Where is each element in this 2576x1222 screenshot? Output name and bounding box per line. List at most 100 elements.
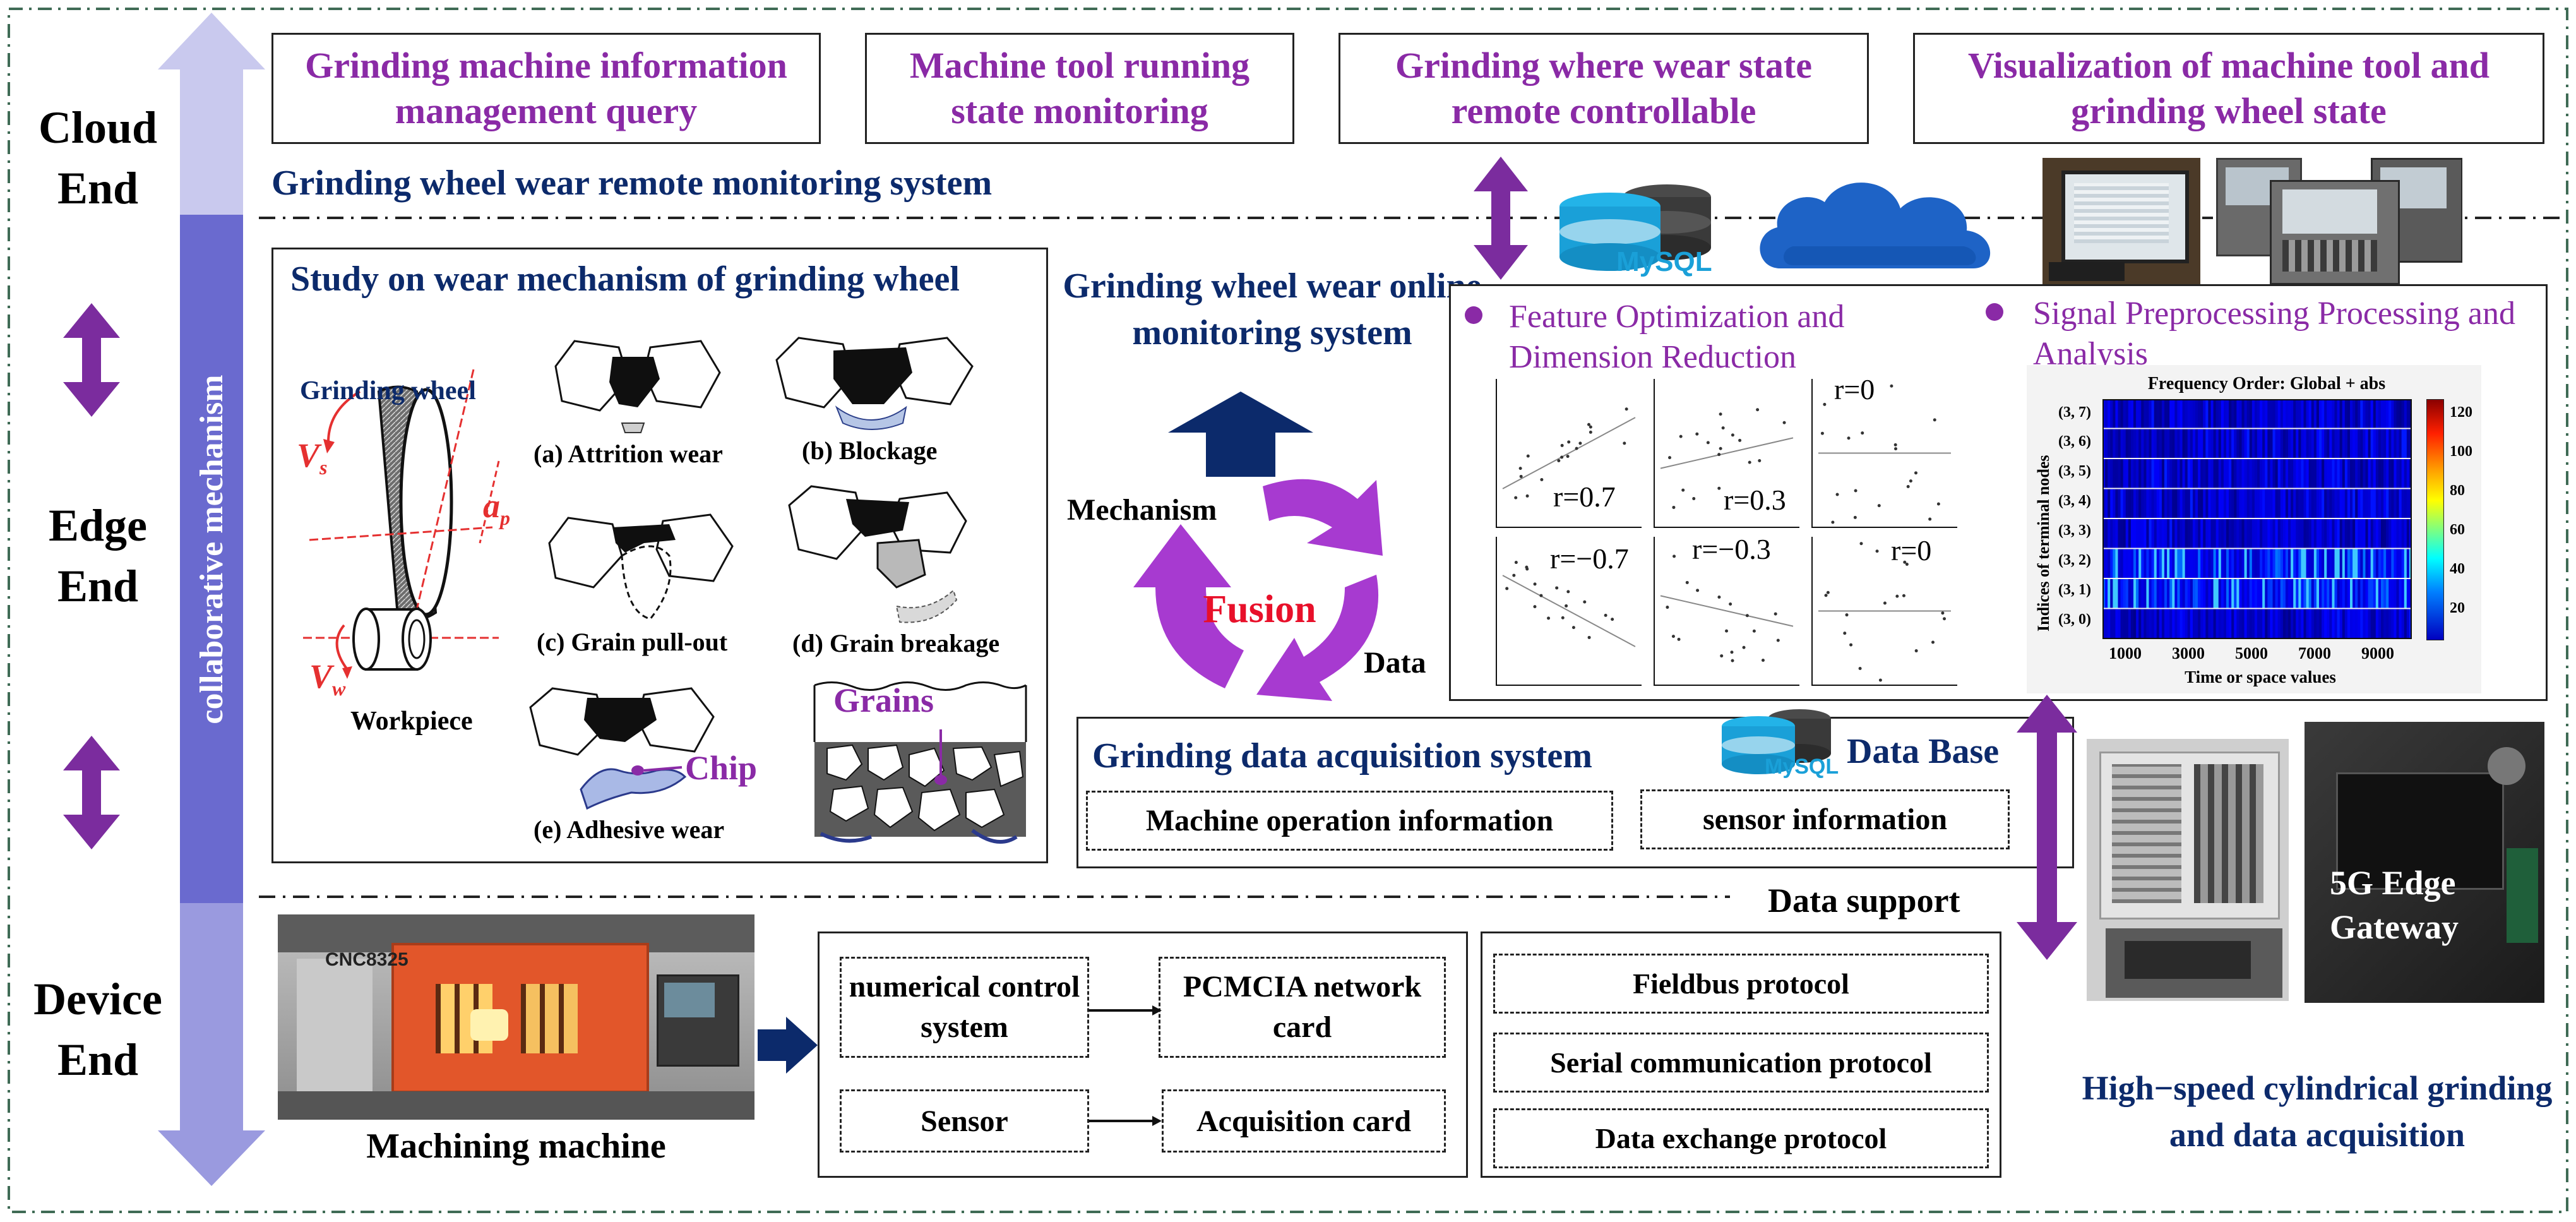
- heatmap-cell: [2226, 519, 2229, 548]
- heatmap-cell: [2368, 609, 2371, 638]
- heatmap-cell: [2298, 579, 2301, 608]
- heatmap-cell: [2231, 549, 2234, 578]
- scatter-point: [1875, 549, 1879, 553]
- heatmap-cell: [2316, 609, 2320, 638]
- heatmap-cell: [2218, 399, 2222, 428]
- heatmap-cell: [2301, 489, 2304, 518]
- heatmap-cell: [2260, 549, 2263, 578]
- heatmap-cell: [2161, 549, 2165, 578]
- heatmap-cell: [2316, 549, 2320, 578]
- heatmap-cell: [2125, 579, 2129, 608]
- heatmap-cell: [2257, 579, 2260, 608]
- scatter-point: [1681, 488, 1685, 492]
- scatter-point: [1706, 441, 1710, 445]
- heatmap-cell: [2187, 399, 2191, 428]
- ytick-3: (3, 4): [2058, 493, 2091, 509]
- heatmap-cell: [2388, 489, 2392, 518]
- heatmap-cell: [2329, 609, 2332, 638]
- cabinet-photo: [2087, 739, 2289, 1001]
- heatmap-cell: [2136, 429, 2139, 458]
- heatmap-cell: [2203, 609, 2206, 638]
- heatmap-cell: [2291, 579, 2294, 608]
- scatter-point: [1859, 542, 1863, 546]
- heatmap-cell: [2375, 489, 2379, 518]
- heatmap-cell: [2110, 459, 2113, 488]
- heatmap-cell: [2260, 399, 2263, 428]
- database-icon: [1559, 184, 1711, 271]
- heatmap-cell: [2386, 549, 2389, 578]
- heatmap-cell: [2337, 459, 2340, 488]
- heatmap-cell: [2187, 579, 2191, 608]
- heatmap-cell: [2239, 489, 2242, 518]
- heatmap-cell: [2365, 489, 2369, 518]
- heatmap-cell: [2386, 399, 2389, 428]
- heatmap-cell: [2195, 549, 2198, 578]
- heatmap-cell: [2308, 489, 2312, 518]
- remote-system-title: Grinding wheel wear remote monitoring sy…: [271, 164, 993, 203]
- heatmap-cell: [2128, 579, 2132, 608]
- heatmap-cell: [2249, 489, 2253, 518]
- heatmap-cell: [2352, 609, 2356, 638]
- heatmap-cell: [2319, 399, 2322, 428]
- heatmap-cell: [2409, 519, 2412, 548]
- heatmap-cell: [2303, 399, 2307, 428]
- edge-end-label: Edge End: [48, 500, 148, 611]
- heatmap-cell: [2210, 429, 2214, 458]
- heatmap-cell: [2394, 429, 2397, 458]
- heatmap-cell: [2306, 609, 2310, 638]
- heatmap-cell: [2347, 519, 2351, 548]
- heatmap-cell: [2373, 609, 2376, 638]
- scatter-point: [1820, 431, 1824, 435]
- heatmap-cell: [2151, 459, 2155, 488]
- heatmap-cell: [2221, 579, 2224, 608]
- heatmap-cell: [2308, 399, 2312, 428]
- heatmap-cell: [2267, 609, 2270, 638]
- heatmap-cell: [2174, 549, 2178, 578]
- heatmap-cell: [2213, 489, 2217, 518]
- heatmap-cell: [2358, 579, 2361, 608]
- scatter-axes: [1811, 379, 1957, 528]
- heatmap-cell: [2358, 459, 2361, 488]
- acquisition-title: Grinding data acquisition system: [1092, 736, 1592, 776]
- grains-section-sketch: [813, 681, 1027, 844]
- heatmap-cell: [2110, 609, 2113, 638]
- scatter-point: [1514, 561, 1518, 565]
- heatmap-cell: [2229, 579, 2232, 608]
- heatmap-cell: [2136, 489, 2139, 518]
- heatmap-cell: [2236, 459, 2239, 488]
- heatmap-cell: [2406, 519, 2410, 548]
- heatmap-cell: [2260, 489, 2263, 518]
- heatmap-cell: [2105, 489, 2108, 518]
- scatter-point: [1583, 600, 1587, 604]
- heatmap-cell: [2396, 609, 2400, 638]
- heatmap-cell: [2231, 489, 2234, 518]
- scatter-point: [1895, 594, 1899, 598]
- heatmap-cell: [2394, 579, 2397, 608]
- heatmap-cell: [2118, 459, 2121, 488]
- corr-label-4: r=−0.7: [1550, 542, 1629, 575]
- vs-label: Vs: [297, 436, 328, 479]
- heatmap-cell: [2311, 549, 2315, 578]
- heatmap-cell: [2130, 519, 2134, 548]
- heatmap-cell: [2265, 429, 2268, 458]
- heatmap-cell: [2161, 429, 2165, 458]
- heatmap-cell: [2208, 459, 2211, 488]
- heatmap-cell: [2332, 549, 2335, 578]
- heatmap-cell: [2108, 609, 2111, 638]
- heatmap-cell: [2156, 459, 2160, 488]
- xtick-3: 7000: [2298, 644, 2331, 662]
- heatmap-cell: [2308, 429, 2312, 458]
- heatmap-cell: [2244, 609, 2248, 638]
- heatmap-cell: [2141, 609, 2144, 638]
- heatmap-cell: [2244, 429, 2248, 458]
- heatmap-cell: [2118, 519, 2121, 548]
- heatmap-cell: [2342, 579, 2346, 608]
- heatmap-cell: [2164, 489, 2168, 518]
- heatmap-cell: [2185, 609, 2188, 638]
- heatmap-cell: [2113, 519, 2116, 548]
- heatmap-cell: [2296, 459, 2299, 488]
- heatmap-cell: [2265, 609, 2268, 638]
- heatmap-cell: [2192, 399, 2196, 428]
- heatmap-cell: [2358, 549, 2361, 578]
- heatmap-cell: [2192, 489, 2196, 518]
